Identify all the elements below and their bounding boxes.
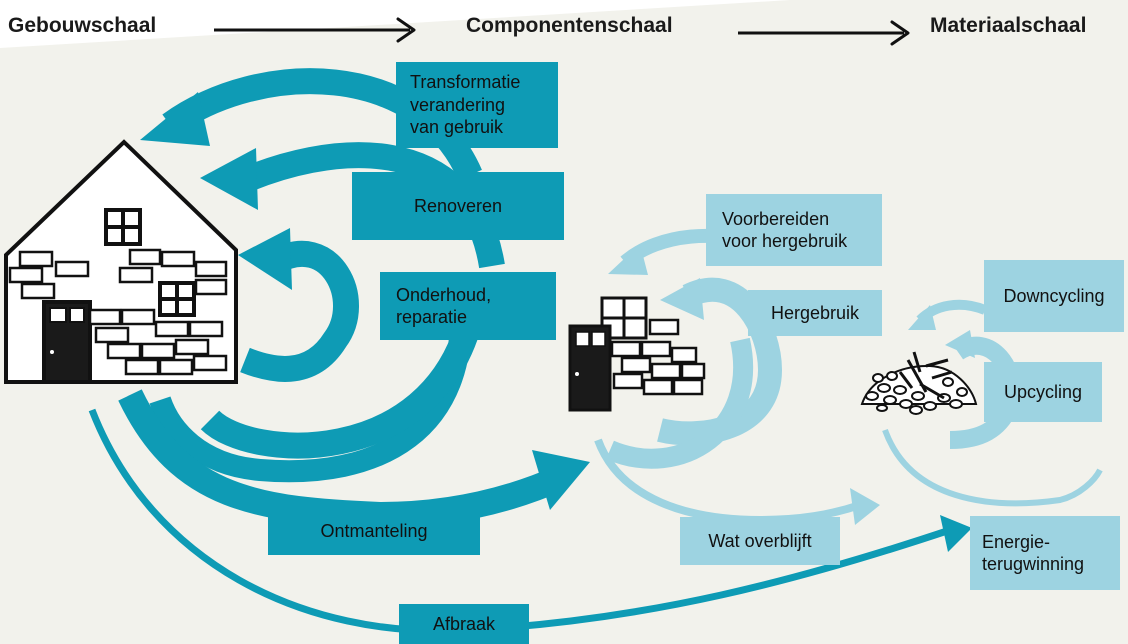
upcycling-arrowhead (945, 330, 975, 358)
scale-label-building: Gebouwschaal (8, 14, 157, 37)
hergebruik-loop (657, 277, 783, 446)
house-icon (4, 139, 238, 384)
material-outer-arc (882, 428, 1103, 507)
ontmanteling-arrowhead (532, 450, 590, 510)
label-hergebruik: Hergebruik (748, 290, 882, 336)
onderhoud-arrowhead (238, 228, 292, 290)
renoveren-arrowhead (200, 148, 258, 210)
afbraak-arrowhead (940, 515, 972, 552)
rubble-pile-icon (860, 351, 978, 415)
scale-arrow-2 (738, 20, 910, 46)
onderhoud-loop (240, 241, 359, 382)
label-renoveren: Renoveren (352, 172, 564, 240)
label-upcycling: Upcycling (984, 362, 1102, 422)
hergebruik-arrowhead (660, 278, 704, 320)
label-downcycling: Downcycling (984, 260, 1124, 332)
transformatie-arrowhead (140, 92, 210, 146)
scale-arrow-1 (214, 17, 416, 43)
label-afbraak: Afbraak (399, 604, 529, 644)
label-transformatie: Transformatie verandering van gebruik (396, 62, 558, 148)
label-voorbereiden: Voorbereiden voor hergebruik (706, 194, 882, 266)
label-ontmanteling: Ontmanteling (268, 507, 480, 555)
downcycling-arrowhead (908, 305, 936, 330)
hergebruik-outer-arc (606, 337, 754, 469)
label-onderhoud: Onderhoud, reparatie (380, 272, 556, 340)
wat-overblijft-arrowhead (850, 488, 880, 525)
scale-label-component: Componentenschaal (466, 14, 673, 37)
scale-label-material: Materiaalschaal (930, 14, 1087, 37)
voorbereiden-arrowhead (608, 244, 648, 275)
label-energie: Energie- terugwinning (970, 516, 1120, 590)
label-wat-overblijft: Wat overblijft (680, 517, 840, 565)
brick-wall-door-icon (568, 296, 706, 412)
ontmanteling-swoosh-inner (200, 316, 483, 459)
